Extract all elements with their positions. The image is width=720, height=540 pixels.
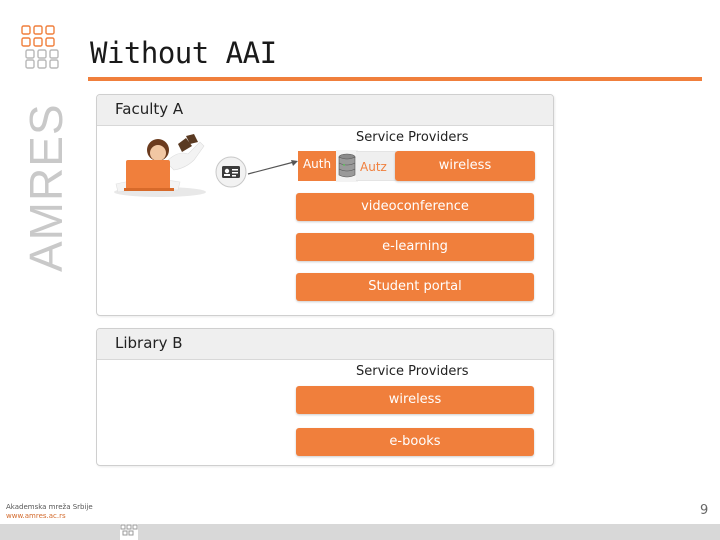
library-wireless-service[interactable]: wireless <box>296 386 534 414</box>
id-card-icon <box>215 156 247 188</box>
auth-box: Auth <box>298 151 336 181</box>
footer-url-link[interactable]: www.amres.ac.rs <box>6 512 66 520</box>
bottom-bar <box>0 524 720 540</box>
videoconference-service[interactable]: videoconference <box>296 193 534 221</box>
library-service-providers-label: Service Providers <box>356 364 469 379</box>
faculty-panel-title: Faculty A <box>115 100 184 118</box>
title-underline <box>88 77 702 81</box>
footer-organization: Akademska mreža Srbije <box>6 503 93 511</box>
amres-logo-icon <box>21 25 59 69</box>
page-number: 9 <box>700 503 709 518</box>
footer-logo-icon <box>120 524 138 540</box>
library-panel-title: Library B <box>115 334 183 352</box>
brand-name: AMRES <box>20 103 68 272</box>
library-panel-header: Library B <box>97 329 553 360</box>
connection-arrow <box>247 160 298 175</box>
page-title: Without AAI <box>90 36 277 70</box>
autz-box: Autz <box>356 151 396 181</box>
e-books-service[interactable]: e-books <box>296 428 534 456</box>
faculty-service-providers-label: Service Providers <box>356 130 469 145</box>
student-portal-service[interactable]: Student portal <box>296 273 534 301</box>
faculty-panel-header: Faculty A <box>97 95 553 126</box>
e-learning-service[interactable]: e-learning <box>296 233 534 261</box>
database-icon <box>336 150 358 182</box>
brand-vertical-text: AMRES <box>20 103 68 272</box>
faculty-wireless-service[interactable]: wireless <box>395 151 535 181</box>
student-with-laptop-icon <box>114 134 206 197</box>
